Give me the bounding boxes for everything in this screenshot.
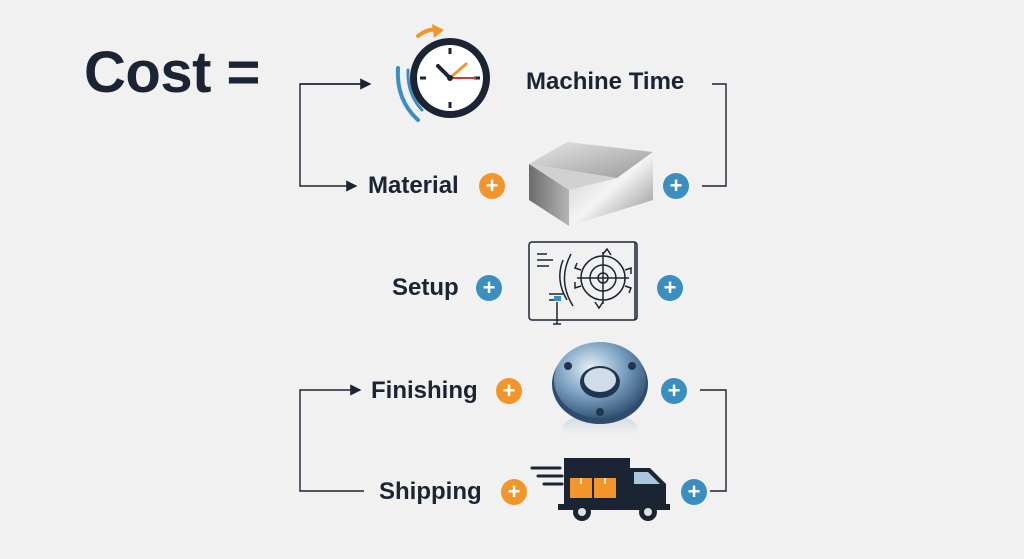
material-right-plus-icon: + <box>663 173 689 199</box>
truck-icon <box>530 454 676 524</box>
bracket-right-top <box>702 83 727 187</box>
finishing-label: Finishing <box>371 377 478 404</box>
metal-block-icon <box>525 138 657 228</box>
blueprint-gear-icon <box>527 240 647 328</box>
bracket-right-bottom <box>700 389 727 492</box>
setup-plus-icon: + <box>476 275 502 301</box>
shipping-label: Shipping <box>379 478 482 505</box>
material-label: Material <box>368 172 459 199</box>
shipping-right-plus-icon: + <box>681 479 707 505</box>
setup-right-plus-icon: + <box>657 275 683 301</box>
flange-icon <box>550 336 650 446</box>
clock-icon <box>392 20 492 124</box>
finishing-plus-icon: + <box>496 378 522 404</box>
bracket-left-top <box>299 83 370 192</box>
finishing-right-plus-icon: + <box>661 378 687 404</box>
setup-label: Setup <box>392 274 459 301</box>
machine-time-label: Machine Time <box>526 68 685 95</box>
page-title: Cost = <box>84 40 260 105</box>
shipping-plus-icon: + <box>501 479 527 505</box>
material-plus-icon: + <box>479 173 505 199</box>
bracket-left-bottom <box>299 384 364 492</box>
